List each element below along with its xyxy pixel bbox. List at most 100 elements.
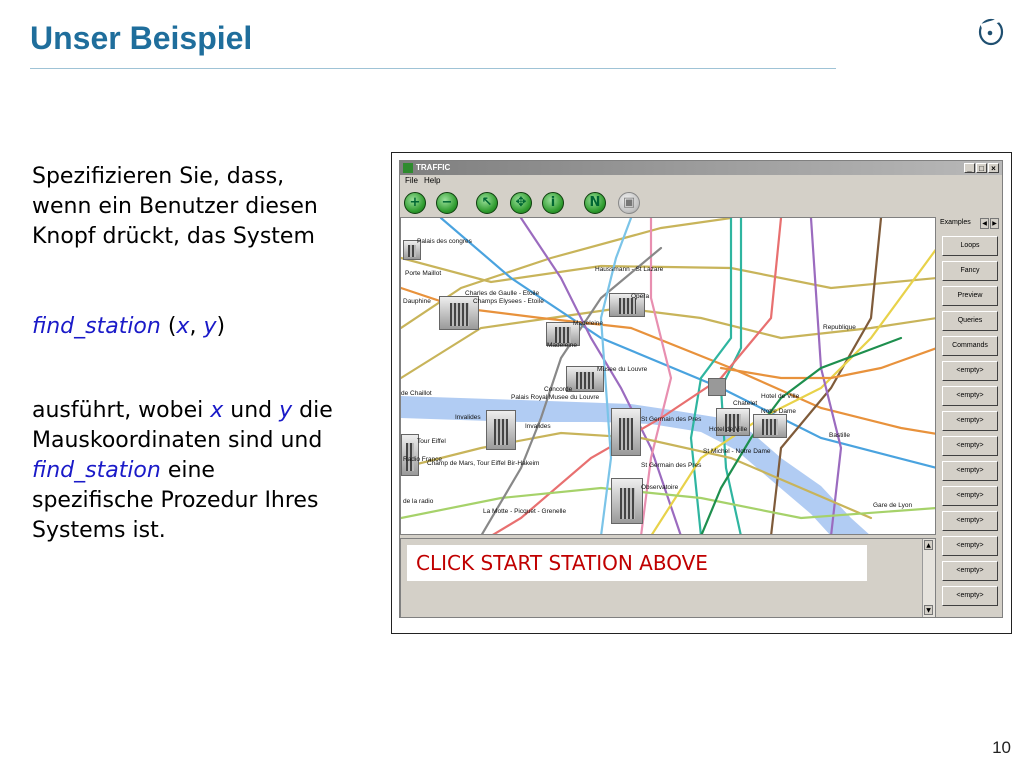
landmark-image (401, 434, 419, 476)
move-icon[interactable]: ✥ (510, 192, 532, 214)
example-button-preview[interactable]: Preview (942, 286, 998, 306)
metro-map[interactable]: Palais des congres Porte Maillot Dauphin… (400, 217, 936, 535)
intro-line: Spezifizieren Sie, dass, (32, 164, 285, 189)
landmark-image (609, 293, 645, 317)
example-button-empty[interactable]: <empty> (942, 511, 998, 531)
metro-line (640, 218, 673, 534)
landmark-image (566, 366, 604, 392)
metro-line (809, 218, 843, 534)
station-label[interactable]: Hotel de Ville (761, 393, 800, 400)
example-button-empty[interactable]: <empty> (942, 561, 998, 581)
maximize-button[interactable]: □ (976, 163, 987, 173)
example-button-empty[interactable]: <empty> (942, 411, 998, 431)
call-close: ) (216, 314, 226, 339)
window-titlebar[interactable]: TRAFFIC _ □ × (400, 161, 1002, 175)
landmark-image (546, 322, 580, 346)
station-label[interactable]: Madeleine (573, 320, 603, 327)
station-label[interactable]: Palais des congres (417, 238, 472, 245)
example-button-empty[interactable]: <empty> (942, 586, 998, 606)
station-label[interactable]: Notre Dame (761, 408, 797, 415)
example-button-loops[interactable]: Loops (942, 236, 998, 256)
minimize-button[interactable]: _ (964, 163, 975, 173)
example-button-empty[interactable]: <empty> (942, 461, 998, 481)
station-label[interactable]: de la radio (403, 498, 434, 505)
explanation-line: Mauskoordinaten sind und (32, 428, 323, 453)
menu-help[interactable]: Help (424, 176, 441, 185)
station-label[interactable]: Chatelet (733, 400, 758, 407)
station-label[interactable]: Tour Eiffel (417, 438, 446, 445)
tab-next-icon[interactable]: ▶ (990, 218, 999, 229)
metro-line (492, 218, 783, 534)
example-button-empty[interactable]: <empty> (942, 536, 998, 556)
north-icon[interactable]: N (584, 192, 606, 214)
station-label[interactable]: Palais Royal Musee du Louvre (511, 394, 600, 401)
station-label[interactable]: Concorde (544, 386, 573, 393)
example-button-empty[interactable]: <empty> (942, 386, 998, 406)
station-label[interactable]: de Chaillot (401, 390, 432, 397)
example-button-queries[interactable]: Queries (942, 311, 998, 331)
example-button-empty[interactable]: <empty> (942, 361, 998, 381)
example-button-fancy[interactable]: Fancy (942, 261, 998, 281)
metro-line (401, 306, 935, 380)
station-label[interactable]: Musee du Louvre (597, 366, 648, 373)
metro-line (401, 431, 873, 520)
station-label[interactable]: Invalides (525, 423, 551, 430)
station-label[interactable]: Porte Maillot (405, 270, 442, 277)
zoom-in-icon[interactable]: + (404, 192, 426, 214)
vehicle-icon[interactable]: ▣ (618, 192, 640, 214)
info-icon[interactable]: i (542, 192, 564, 214)
intro-text: Spezifizieren Sie, dass, wenn ein Benutz… (32, 162, 318, 252)
console-panel: CLICK START STATION ABOVE ▲ ▼ (400, 538, 936, 617)
station-label[interactable]: Republique (823, 324, 856, 331)
station-label[interactable]: Madeleine (547, 342, 577, 349)
station-label[interactable]: Dauphine (403, 298, 431, 305)
example-button-empty[interactable]: <empty> (942, 486, 998, 506)
explanation-line: Systems ist. (32, 518, 166, 543)
station-label[interactable]: Invalides (455, 414, 481, 421)
metro-line (480, 246, 663, 534)
app-screenshot-frame: TRAFFIC _ □ × File Help + − ↖ ✥ i N ▣ (391, 152, 1012, 634)
metro-line (689, 218, 733, 534)
title-rule (30, 68, 836, 69)
examples-panel: Examples ◀ ▶ Loops Fancy Preview Queries… (938, 217, 1002, 617)
metro-line (650, 248, 935, 534)
close-button[interactable]: × (988, 163, 999, 173)
station-label[interactable]: Observatoire (641, 484, 679, 491)
station-label[interactable]: Hotel de Ville (709, 426, 748, 433)
feature-call: find_station (x, y) (32, 312, 225, 342)
metro-line (719, 347, 935, 380)
station-label[interactable]: Champs Elysees - Etoile (473, 298, 544, 305)
console-scrollbar[interactable]: ▲ ▼ (922, 539, 935, 617)
station-label[interactable]: Haussmann - St Lazare (595, 266, 664, 273)
station-label[interactable]: St Germain des Pres (641, 462, 702, 469)
intro-line: wenn ein Benutzer diesen (32, 194, 318, 219)
station-label[interactable]: Opera (631, 293, 650, 300)
station-label[interactable]: Radio France (403, 456, 443, 463)
feature-name: find_station (32, 314, 161, 339)
scroll-down-icon[interactable]: ▼ (924, 605, 933, 615)
tab-prev-icon[interactable]: ◀ (980, 218, 989, 229)
menu-file[interactable]: File (405, 176, 418, 185)
station-label[interactable]: Bastille (829, 432, 850, 439)
station-label[interactable]: Champ de Mars, Tour Eiffel Bir-Hakeim (427, 460, 540, 467)
landmark-image (753, 414, 787, 438)
select-arrow-icon[interactable]: ↖ (476, 192, 498, 214)
text-fragment: ausführt, wobei (32, 398, 211, 423)
selected-station-marker[interactable] (708, 378, 726, 396)
station-label[interactable]: Charles de Gaulle - Etoile (465, 290, 540, 297)
metro-line (519, 218, 682, 534)
station-label[interactable]: St Germain des Pres (641, 416, 702, 423)
menubar: File Help (400, 175, 1002, 187)
station-label[interactable]: St Michel - Notre Dame (703, 448, 771, 455)
landmark-image (716, 408, 750, 436)
traffic-window: TRAFFIC _ □ × File Help + − ↖ ✥ i N ▣ (399, 160, 1003, 618)
scroll-up-icon[interactable]: ▲ (924, 540, 933, 550)
station-label[interactable]: La Motte - Picquet - Grenelle (483, 508, 567, 515)
tab-examples[interactable]: Examples (940, 219, 971, 226)
station-label[interactable]: Gare de Lyon (873, 502, 913, 509)
example-button-empty[interactable]: <empty> (942, 436, 998, 456)
text-fragment: die (292, 398, 333, 423)
zoom-out-icon[interactable]: − (436, 192, 458, 214)
metro-lines (401, 218, 935, 534)
example-button-commands[interactable]: Commands (942, 336, 998, 356)
